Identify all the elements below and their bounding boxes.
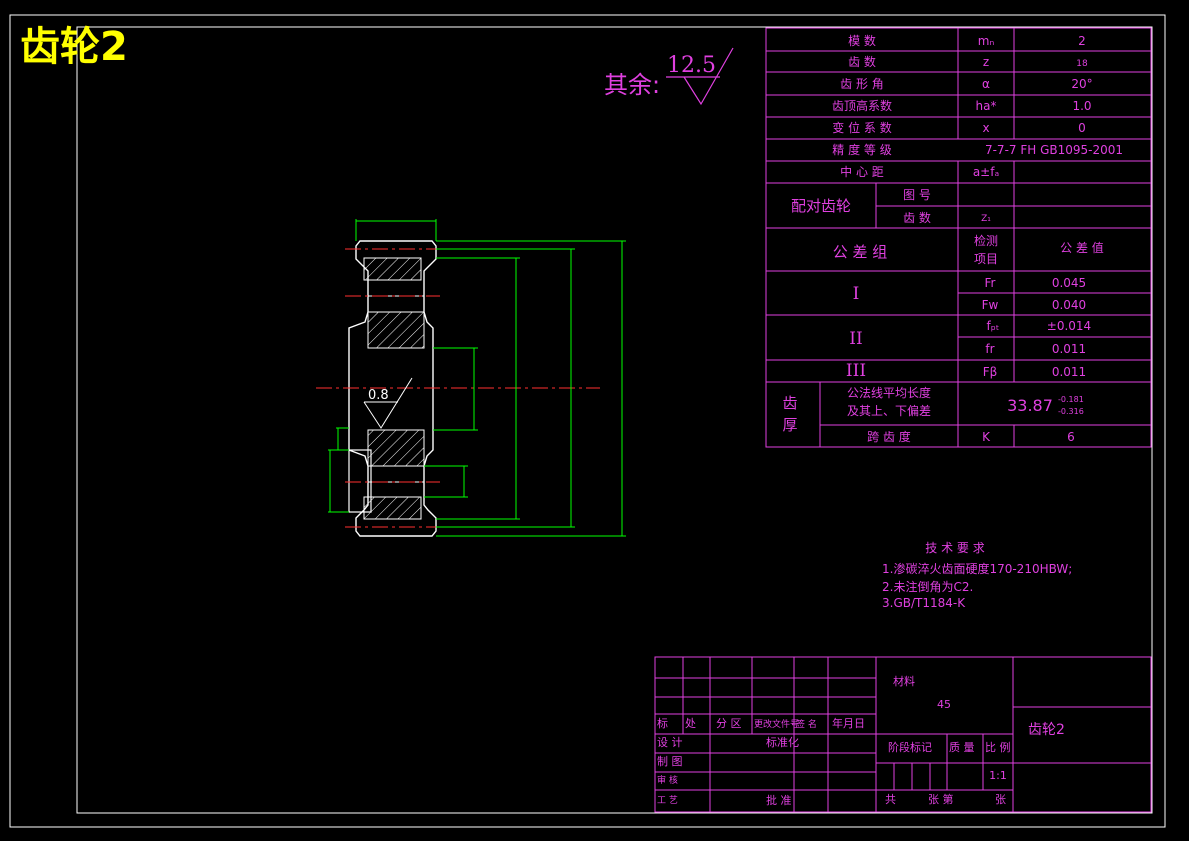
param-val: 20°: [1071, 77, 1092, 91]
param-name: 中 心 距: [840, 164, 884, 179]
material-value: 45: [937, 698, 951, 711]
param-val: 2: [1078, 34, 1086, 48]
group-item-sym: fr: [985, 342, 994, 356]
param-val: 7-7-7 FH GB1095-2001: [985, 143, 1123, 157]
tb-review: 审 核: [657, 774, 678, 786]
roughness-symbol-icon: [683, 47, 734, 106]
param-sym: ha*: [976, 99, 997, 113]
local-roughness-value: 0.8: [368, 388, 389, 403]
gear-parameter-text: 模 数 mₙ 2 齿 数 z 18 齿 形 角 α 20° 齿顶高系数 ha* …: [782, 33, 1123, 444]
group-name: I: [853, 284, 860, 304]
tb-sheets: 共: [885, 793, 896, 806]
gear-section-view: 0.8: [316, 219, 626, 537]
tech-line: 3.GB/T1184-K: [882, 596, 966, 610]
span-sym: K: [982, 430, 991, 444]
group-item-sym: fₚₜ: [987, 319, 1000, 333]
group-item-sym: Fβ: [983, 365, 998, 379]
outer-frame: [9, 14, 1166, 828]
tb-sheet-end: 张: [995, 793, 1006, 806]
group-item-sym: Fw: [982, 298, 999, 312]
thickness-label-1: 齿: [782, 394, 797, 412]
param-name: 齿 数: [848, 54, 876, 69]
drawing-name: 齿轮2: [1028, 722, 1065, 738]
tb-sign: 签 名: [796, 718, 817, 730]
param-name: 齿顶高系数: [832, 98, 892, 113]
thickness-desc-1: 公法线平均长度: [847, 385, 931, 400]
tb-mark: 标: [657, 716, 668, 730]
param-sym: α: [982, 77, 990, 91]
group-item-val: 0.011: [1052, 342, 1086, 356]
tb-design: 设 计: [657, 736, 683, 749]
mating-gear-label: 配对齿轮: [791, 197, 851, 215]
param-val: 18: [1076, 59, 1088, 69]
param-val: 0: [1078, 121, 1086, 135]
title-block: [654, 656, 1152, 813]
tb-approve: 批 准: [766, 793, 792, 807]
param-sym: z: [983, 55, 989, 69]
tech-heading: 技 术 要 求: [925, 541, 984, 555]
tb-count: 处: [685, 717, 696, 730]
roughness-prefix: 其余:: [604, 71, 660, 99]
group-item-val: 0.045: [1052, 276, 1086, 290]
span-label: 跨 齿 度: [867, 429, 911, 444]
dimension-lines: [328, 219, 626, 537]
mating-teeth-sym: Z₁: [981, 214, 991, 224]
group-item-val: 0.040: [1052, 298, 1086, 312]
group-item-val: 0.011: [1052, 365, 1086, 379]
center-lines: [316, 248, 600, 528]
tb-zone: 分 区: [716, 717, 742, 730]
thickness-label-2: 厚: [782, 416, 797, 434]
title-block-text: 材料 45 齿轮2 标 处 分 区 更改文件号 签 名 年月日 设 计 标准化 …: [657, 674, 1065, 807]
span-val: 6: [1067, 430, 1075, 444]
roughness-value: 12.5: [667, 53, 716, 78]
tb-stage: 阶段标记: [888, 740, 932, 754]
tb-scale: 1:1: [989, 769, 1007, 782]
mating-teeth: 齿 数: [903, 210, 931, 225]
param-sym: mₙ: [978, 34, 995, 48]
tb-draw: 制 图: [657, 755, 683, 768]
tb-date: 年月日: [832, 716, 865, 730]
tb-change-doc: 更改文件号: [754, 718, 799, 730]
tolerance-value-header: 公 差 值: [1060, 240, 1104, 255]
param-sym: x: [982, 121, 989, 135]
param-val: 1.0: [1072, 99, 1091, 113]
drawing-title: 齿轮2: [20, 24, 128, 70]
check-item-header-2: 项目: [974, 252, 998, 266]
tech-line: 2.未注倒角为C2.: [882, 579, 973, 594]
param-name: 精 度 等 级: [832, 142, 891, 157]
check-item-header: 检测: [974, 233, 998, 248]
roughness-note: 其余: 12.5: [604, 47, 734, 106]
thickness-value: 33.87: [1007, 396, 1053, 415]
group-item-val: ±0.014: [1047, 319, 1091, 333]
tb-weight: 质 量: [949, 741, 975, 754]
thickness-desc-2: 及其上、下偏差: [847, 403, 931, 418]
param-sym: a±fₐ: [973, 165, 999, 179]
tech-line: 1.渗碳淬火齿面硬度170-210HBW;: [882, 561, 1072, 576]
param-name: 变 位 系 数: [832, 120, 891, 135]
tb-craft: 工 艺: [657, 795, 678, 806]
group-item-sym: Fr: [985, 276, 996, 290]
mating-drawing-no: 图 号: [903, 188, 931, 202]
material-label: 材料: [893, 674, 915, 688]
param-name: 齿 形 角: [840, 77, 884, 91]
thickness-dev-low: -0.316: [1058, 407, 1084, 416]
tb-standard: 标准化: [766, 735, 799, 749]
technical-requirements: 技 术 要 求 1.渗碳淬火齿面硬度170-210HBW; 2.未注倒角为C2.…: [882, 541, 1072, 610]
tb-sheet-of: 张 第: [928, 792, 954, 806]
param-name: 模 数: [848, 33, 876, 48]
inner-frame: [76, 26, 1153, 814]
group-name: III: [846, 361, 866, 381]
tb-scale-label: 比 例: [985, 740, 1011, 754]
tolerance-group-header: 公 差 组: [833, 243, 888, 261]
gear-parameter-table: [765, 27, 1152, 448]
group-name: II: [849, 329, 862, 349]
thickness-dev-up: -0.181: [1058, 395, 1084, 404]
